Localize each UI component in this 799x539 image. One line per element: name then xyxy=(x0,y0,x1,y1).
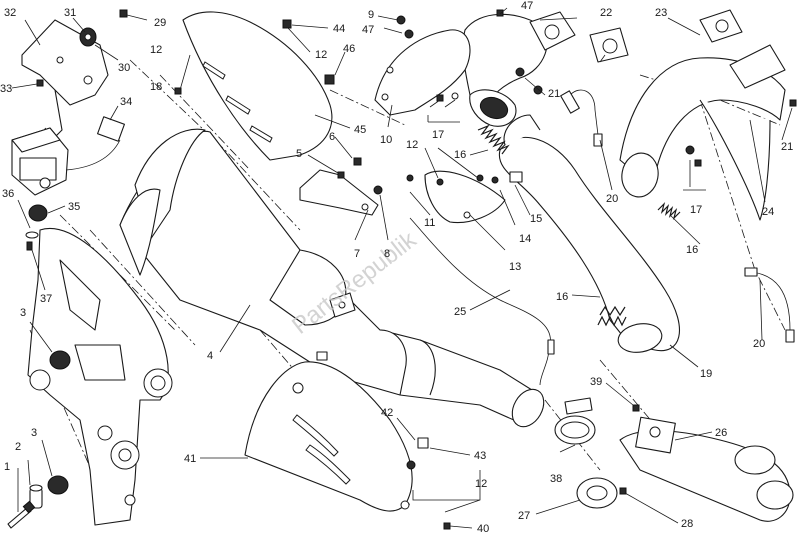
callout-2: 2 xyxy=(15,441,21,453)
washer-36[interactable] xyxy=(25,231,39,239)
callout-12-c: 12 xyxy=(406,139,418,151)
exhaust-valve-assembly[interactable] xyxy=(619,416,794,522)
callout-11: 11 xyxy=(424,217,435,229)
callout-22: 22 xyxy=(600,7,612,19)
callout-16-b: 16 xyxy=(556,291,568,303)
callout-31: 31 xyxy=(64,7,76,19)
callout-6: 6 xyxy=(329,131,335,143)
callout-13: 13 xyxy=(509,261,521,273)
heat-shield-13[interactable] xyxy=(424,170,506,224)
callout-34: 34 xyxy=(120,96,132,108)
callout-30: 30 xyxy=(118,62,130,74)
callout-3-upper: 3 xyxy=(20,307,26,319)
upper-heat-shield[interactable] xyxy=(182,11,333,161)
flange-gasket-22[interactable] xyxy=(529,11,576,51)
callout-41: 41 xyxy=(184,453,196,465)
callout-5: 5 xyxy=(296,148,302,160)
callout-27: 27 xyxy=(518,510,530,522)
lambda-sensor-front[interactable] xyxy=(560,89,603,147)
callout-45: 45 xyxy=(354,124,366,136)
callout-33: 33 xyxy=(0,83,12,95)
header-pipe-rear[interactable] xyxy=(618,44,786,221)
callout-26: 26 xyxy=(715,427,727,439)
lower-heat-shield[interactable] xyxy=(244,361,413,512)
exhaust-manifold[interactable] xyxy=(462,13,548,127)
callout-15: 15 xyxy=(530,213,542,225)
rubber-grommet-31[interactable] xyxy=(79,27,97,47)
callout-17-a: 17 xyxy=(432,129,444,141)
callout-29: 29 xyxy=(154,17,166,29)
callout-40: 40 xyxy=(477,523,489,535)
callout-19: 19 xyxy=(700,368,712,380)
callout-47-a: 47 xyxy=(362,24,374,36)
spring-16-upper[interactable] xyxy=(477,124,510,155)
callout-3-lower: 3 xyxy=(31,427,37,439)
callout-1: 1 xyxy=(4,461,10,473)
callout-23: 23 xyxy=(655,7,667,19)
callout-38: 38 xyxy=(550,473,562,485)
callout-leaders xyxy=(11,7,793,529)
flange-gasket-23b[interactable] xyxy=(699,9,743,43)
rubber-grommet-35[interactable] xyxy=(28,204,48,222)
callout-20-b: 20 xyxy=(753,338,765,350)
callout-8: 8 xyxy=(384,248,390,260)
callout-32: 32 xyxy=(4,7,16,19)
callout-12-d: 12 xyxy=(475,478,487,490)
manifold-heat-shield[interactable] xyxy=(374,29,471,116)
callout-35: 35 xyxy=(68,201,80,213)
callout-37: 37 xyxy=(40,293,52,305)
flange-gasket-23a[interactable] xyxy=(589,27,629,63)
lambda-sensor-rear[interactable] xyxy=(744,267,795,343)
callout-24: 24 xyxy=(762,206,774,218)
callout-20-a: 20 xyxy=(606,193,618,205)
callout-18: 18 xyxy=(150,81,162,93)
callout-16-a: 16 xyxy=(454,149,466,161)
silencer-bracket[interactable] xyxy=(299,169,379,216)
callout-21-a: 21 xyxy=(548,88,560,100)
callout-17-b: 17 xyxy=(690,204,702,216)
rubber-mount-3-upper[interactable] xyxy=(49,350,71,370)
rubber-mount-3-lower[interactable] xyxy=(47,475,69,495)
callout-46: 46 xyxy=(343,43,355,55)
exhaust-valve-cable[interactable] xyxy=(409,217,555,386)
callout-28: 28 xyxy=(681,518,693,530)
exhaust-valve-control-unit[interactable] xyxy=(11,116,125,196)
callout-4: 4 xyxy=(207,350,213,362)
callout-47-b: 47 xyxy=(521,0,533,12)
spring-16-middle[interactable] xyxy=(597,305,627,327)
callout-10: 10 xyxy=(380,134,392,146)
callout-44: 44 xyxy=(333,23,345,35)
callout-12-a: 12 xyxy=(150,44,162,56)
callout-9: 9 xyxy=(368,9,374,21)
callout-39: 39 xyxy=(590,376,602,388)
spacer-2[interactable] xyxy=(29,484,43,509)
callout-14: 14 xyxy=(519,233,531,245)
callout-16-c: 16 xyxy=(686,244,698,256)
cable-pulley[interactable] xyxy=(576,477,618,509)
exhaust-clamp[interactable] xyxy=(554,397,596,445)
callout-25: 25 xyxy=(454,306,466,318)
callout-12-b: 12 xyxy=(315,49,327,61)
callout-43: 43 xyxy=(474,450,486,462)
callout-36: 36 xyxy=(2,188,14,200)
rear-frame-swingarm xyxy=(27,227,173,526)
callout-42: 42 xyxy=(381,407,393,419)
spring-16-right[interactable] xyxy=(657,202,681,220)
header-pipe-front[interactable] xyxy=(498,114,681,356)
callout-7: 7 xyxy=(354,248,360,260)
silencer-body[interactable] xyxy=(119,128,550,432)
bolt-1[interactable] xyxy=(7,500,36,529)
callout-21-b: 21 xyxy=(781,141,793,153)
